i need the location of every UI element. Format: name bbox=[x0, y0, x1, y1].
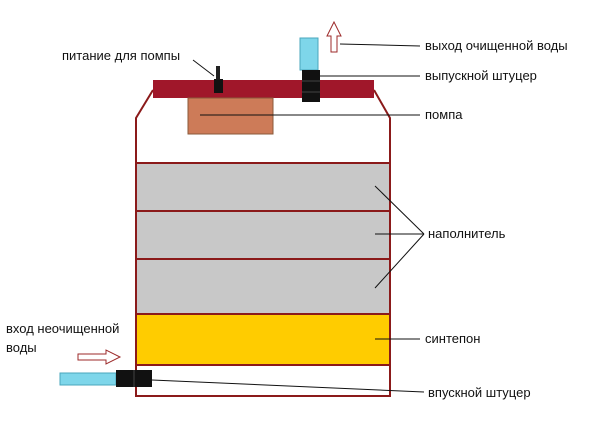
arrow-up-icon bbox=[326, 20, 342, 53]
pump-power-plug bbox=[214, 79, 223, 93]
sintepon-layer bbox=[135, 313, 391, 366]
leader-inlet-fitting bbox=[151, 379, 425, 393]
label-raw-water-in-line1: вход неочищенной bbox=[6, 321, 119, 336]
filler-layer-1 bbox=[135, 162, 391, 212]
leader-pump-power bbox=[192, 59, 215, 77]
leader-filler-1 bbox=[374, 185, 425, 235]
label-clean-water-out: выход очищенной воды bbox=[425, 38, 568, 53]
label-pump: помпа bbox=[425, 107, 463, 122]
leader-clean-water-out bbox=[339, 43, 421, 47]
lid bbox=[153, 80, 374, 98]
pump-block bbox=[187, 97, 274, 135]
outlet-fitting bbox=[302, 70, 320, 102]
label-raw-water-in-line2: воды bbox=[6, 340, 37, 355]
label-filler: наполнитель bbox=[428, 226, 506, 241]
inlet-pipe bbox=[59, 372, 117, 386]
leader-filler-3 bbox=[374, 233, 425, 289]
filler-layer-3 bbox=[135, 258, 391, 315]
filler-layer-2 bbox=[135, 210, 391, 260]
arrow-right-icon bbox=[77, 349, 122, 365]
label-inlet-fitting: впускной штуцер bbox=[428, 385, 531, 400]
label-outlet-fitting: выпускной штуцер bbox=[425, 68, 537, 83]
label-pump-power: питание для помпы bbox=[62, 48, 180, 63]
pump-power-wire bbox=[216, 66, 220, 80]
label-sintepon: синтепон bbox=[425, 331, 480, 346]
outlet-pipe bbox=[299, 37, 319, 71]
